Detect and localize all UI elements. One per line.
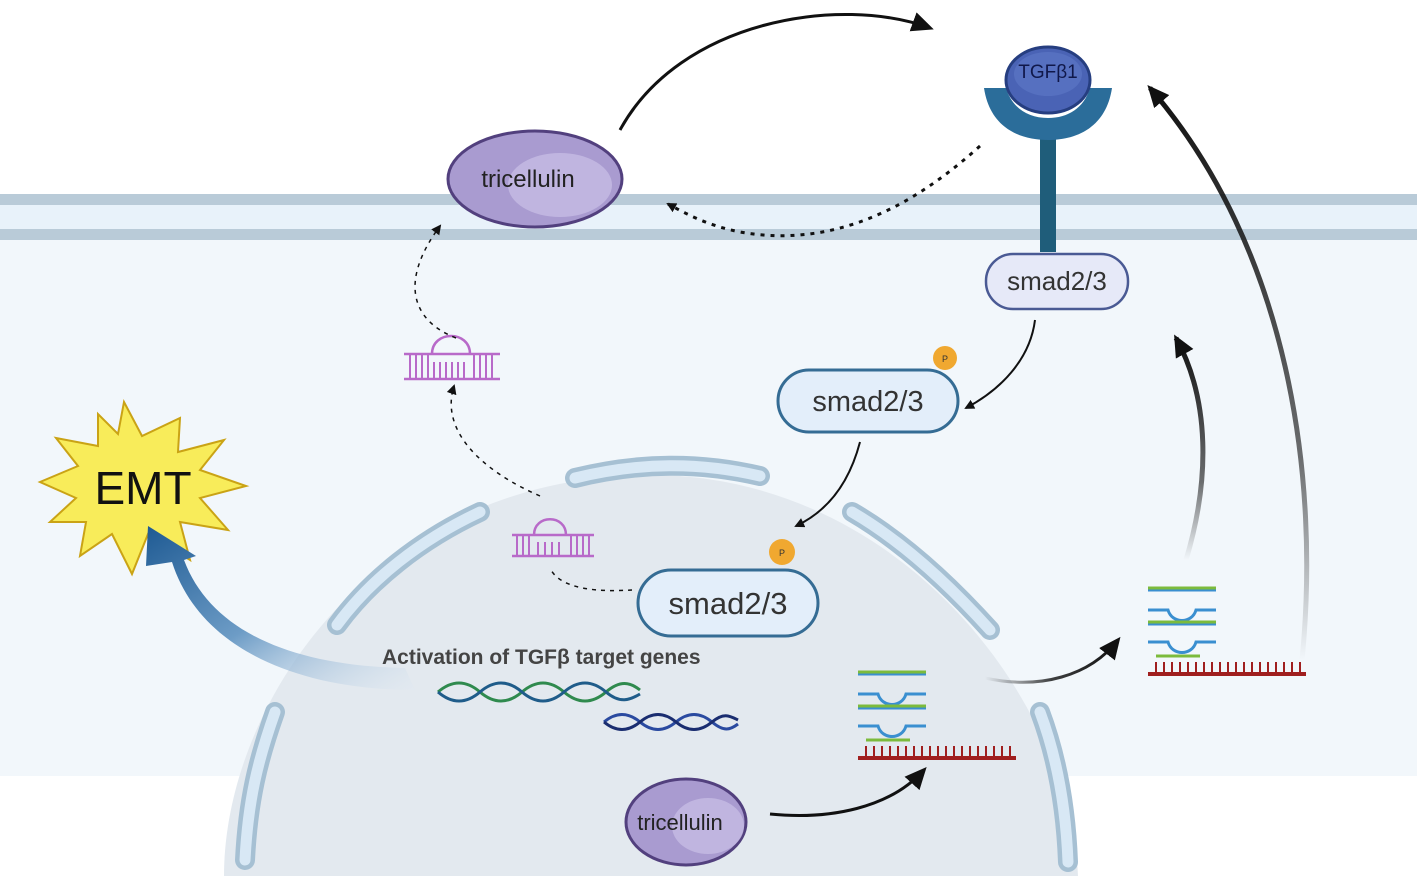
tricellulin-membrane xyxy=(446,129,624,229)
arrow-smad-to-phospho xyxy=(964,319,1036,409)
mrna-ribosomes-nucleus xyxy=(858,670,1016,760)
tgfb1-ligand xyxy=(1004,45,1092,115)
dna-helix-green xyxy=(437,681,641,703)
mirna-nucleus xyxy=(512,518,594,558)
arrow-nuclear-tricellulin-to-mrna xyxy=(769,767,927,817)
tricellulin-membrane-label: tricellulin xyxy=(481,166,574,193)
dna-helix-blue xyxy=(603,713,739,731)
phospho-badge-nucleus: P xyxy=(779,548,785,558)
arrow-nuclear-mirna-to-cytoplasm xyxy=(446,384,541,497)
cell-membrane xyxy=(0,194,1417,240)
smad-receptor-label: smad2/3 xyxy=(1007,266,1107,296)
smad-cytoplasm-label: smad2/3 xyxy=(812,386,923,418)
emt-arrow xyxy=(146,526,415,690)
nucleus xyxy=(224,455,1078,876)
arrows-solid xyxy=(618,12,1310,817)
smad-phospho-cytoplasm xyxy=(776,346,960,434)
smad-nucleus-label: smad2/3 xyxy=(669,586,788,621)
arrow-phospho-to-nucleus xyxy=(794,441,861,528)
arrow-receptor-to-tricellulin xyxy=(666,144,982,238)
mirna-cytoplasm xyxy=(404,334,500,381)
smad-receptor-bound xyxy=(984,252,1130,311)
tgfb-receptor xyxy=(984,88,1112,252)
phospho-badge-cytoplasm: P xyxy=(942,354,948,364)
gene-activation-label: Activation of TGFβ target genes xyxy=(382,646,701,669)
arrow-translation-to-smad xyxy=(1173,334,1206,561)
mrna-ribosomes-cytoplasm xyxy=(1148,586,1306,676)
emt-burst xyxy=(37,399,250,577)
arrow-tricellulin-to-tgfb1 xyxy=(618,12,934,131)
tricellulin-nucleus xyxy=(624,777,748,867)
smad-phospho-nucleus xyxy=(636,539,820,638)
tricellulin-nucleus-label: tricellulin xyxy=(637,810,723,835)
emt-label: EMT xyxy=(94,462,191,514)
arrow-translation-to-tgfb1 xyxy=(1147,84,1310,661)
arrow-mrna-export xyxy=(984,636,1121,684)
arrows-dashed xyxy=(414,144,982,592)
tgfb1-label: TGFβ1 xyxy=(1018,62,1078,83)
arrow-smad-to-mirna xyxy=(549,567,633,592)
